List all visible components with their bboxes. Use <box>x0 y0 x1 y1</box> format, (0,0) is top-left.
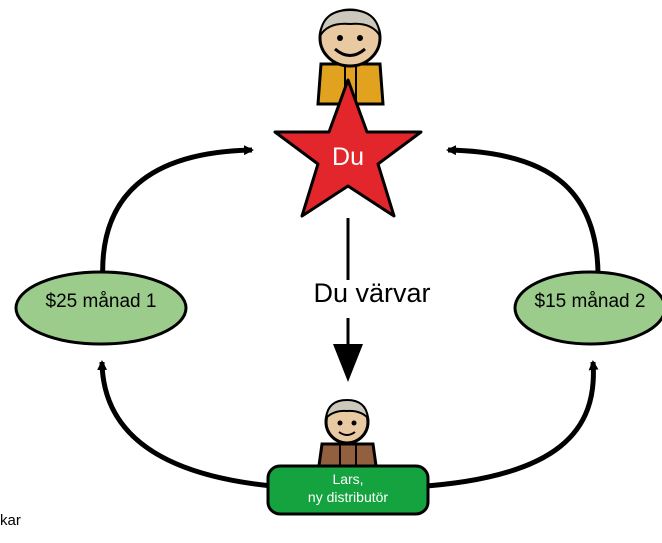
right-bubble <box>513 270 662 346</box>
right-bubble-label: $15 månad 2 <box>534 291 646 312</box>
arc-right-bottom <box>412 360 599 490</box>
star-label: Du <box>332 143 364 171</box>
left-bubble <box>14 270 188 346</box>
recruit-label: Du värvar <box>313 278 431 308</box>
arc-right-top <box>446 145 601 283</box>
arc-left-top <box>100 145 254 283</box>
star-icon <box>273 78 423 218</box>
new-member-box <box>266 464 430 516</box>
loop-arrows <box>97 145 601 491</box>
corner-text-fragment: kar <box>0 512 21 529</box>
new-member-name: Lars, <box>332 471 364 487</box>
arc-left-bottom <box>97 360 299 491</box>
left-bubble-label: $25 månad 1 <box>45 291 157 312</box>
new-member-role: ny distributör <box>307 489 389 505</box>
recruit-arrow <box>333 218 363 382</box>
person-top-icon <box>316 8 385 106</box>
